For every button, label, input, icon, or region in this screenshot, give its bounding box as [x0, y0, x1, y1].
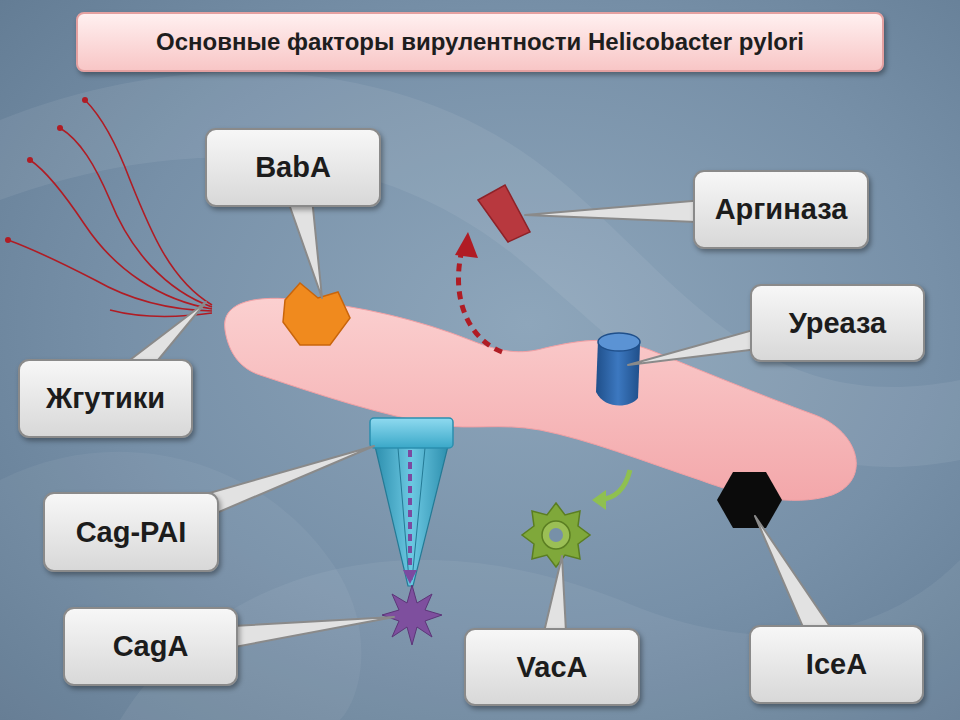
- callout-label: VacA: [517, 651, 588, 684]
- callout-box: IceA: [749, 625, 924, 704]
- callout-box: CagA: [63, 607, 238, 686]
- callout-label: Аргиназа: [715, 193, 848, 226]
- callout-box: Жгутики: [18, 359, 193, 438]
- title-banner: Основные факторы вирулентности Helicobac…: [76, 12, 884, 72]
- callout-box: Аргиназа: [693, 170, 869, 249]
- callout-box: BabA: [205, 128, 381, 207]
- callout-label: Cag-PAI: [76, 516, 187, 549]
- callout-label: Жгутики: [46, 382, 165, 415]
- callout-label: IceA: [806, 648, 867, 681]
- callout-label: BabA: [255, 151, 331, 184]
- callout-box: Cag-PAI: [43, 492, 219, 572]
- title-text: Основные факторы вирулентности Helicobac…: [156, 28, 804, 56]
- callout-label: Уреаза: [789, 307, 886, 340]
- callout-box: VacA: [464, 628, 640, 706]
- callout-box: Уреаза: [750, 284, 925, 362]
- callout-label: CagA: [113, 630, 189, 663]
